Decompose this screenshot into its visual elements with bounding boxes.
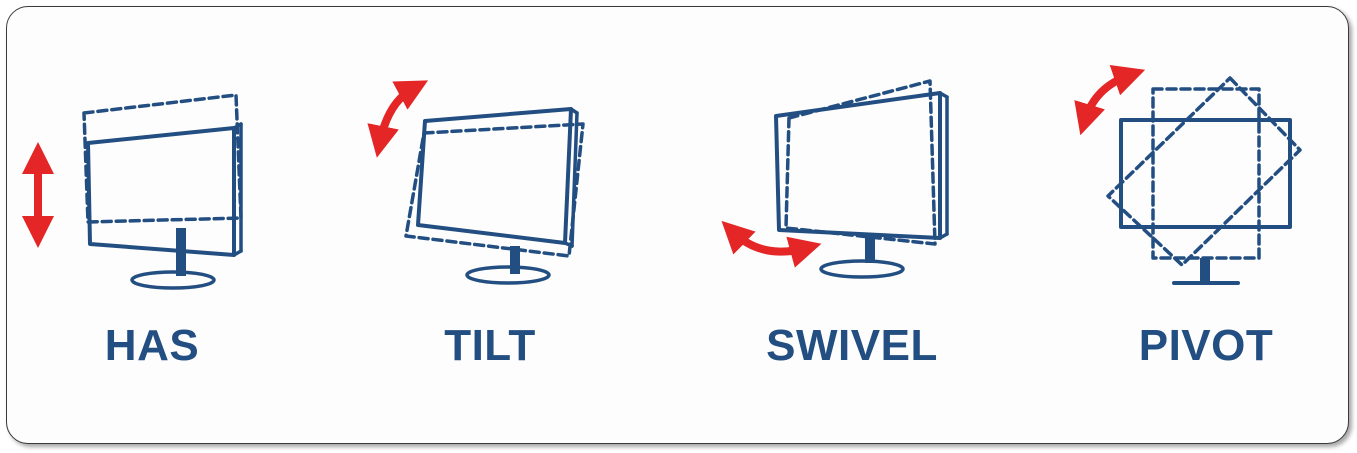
curved-tilt-arrow-icon (367, 80, 429, 158)
height-adjust-monitor-icon (82, 93, 243, 290)
curved-pivot-arrow-icon (1074, 65, 1146, 136)
swivel-monitor-icon (774, 79, 949, 279)
curved-swivel-arrow-icon (721, 220, 822, 268)
pivot-monitor-icon (1106, 76, 1302, 285)
tilt-label: TILT (444, 321, 536, 370)
has-label: HAS (104, 321, 200, 370)
swivel-label: SWIVEL (766, 321, 938, 370)
pivot-label: PIVOT (1138, 321, 1274, 370)
tilt-monitor-icon (404, 107, 585, 285)
